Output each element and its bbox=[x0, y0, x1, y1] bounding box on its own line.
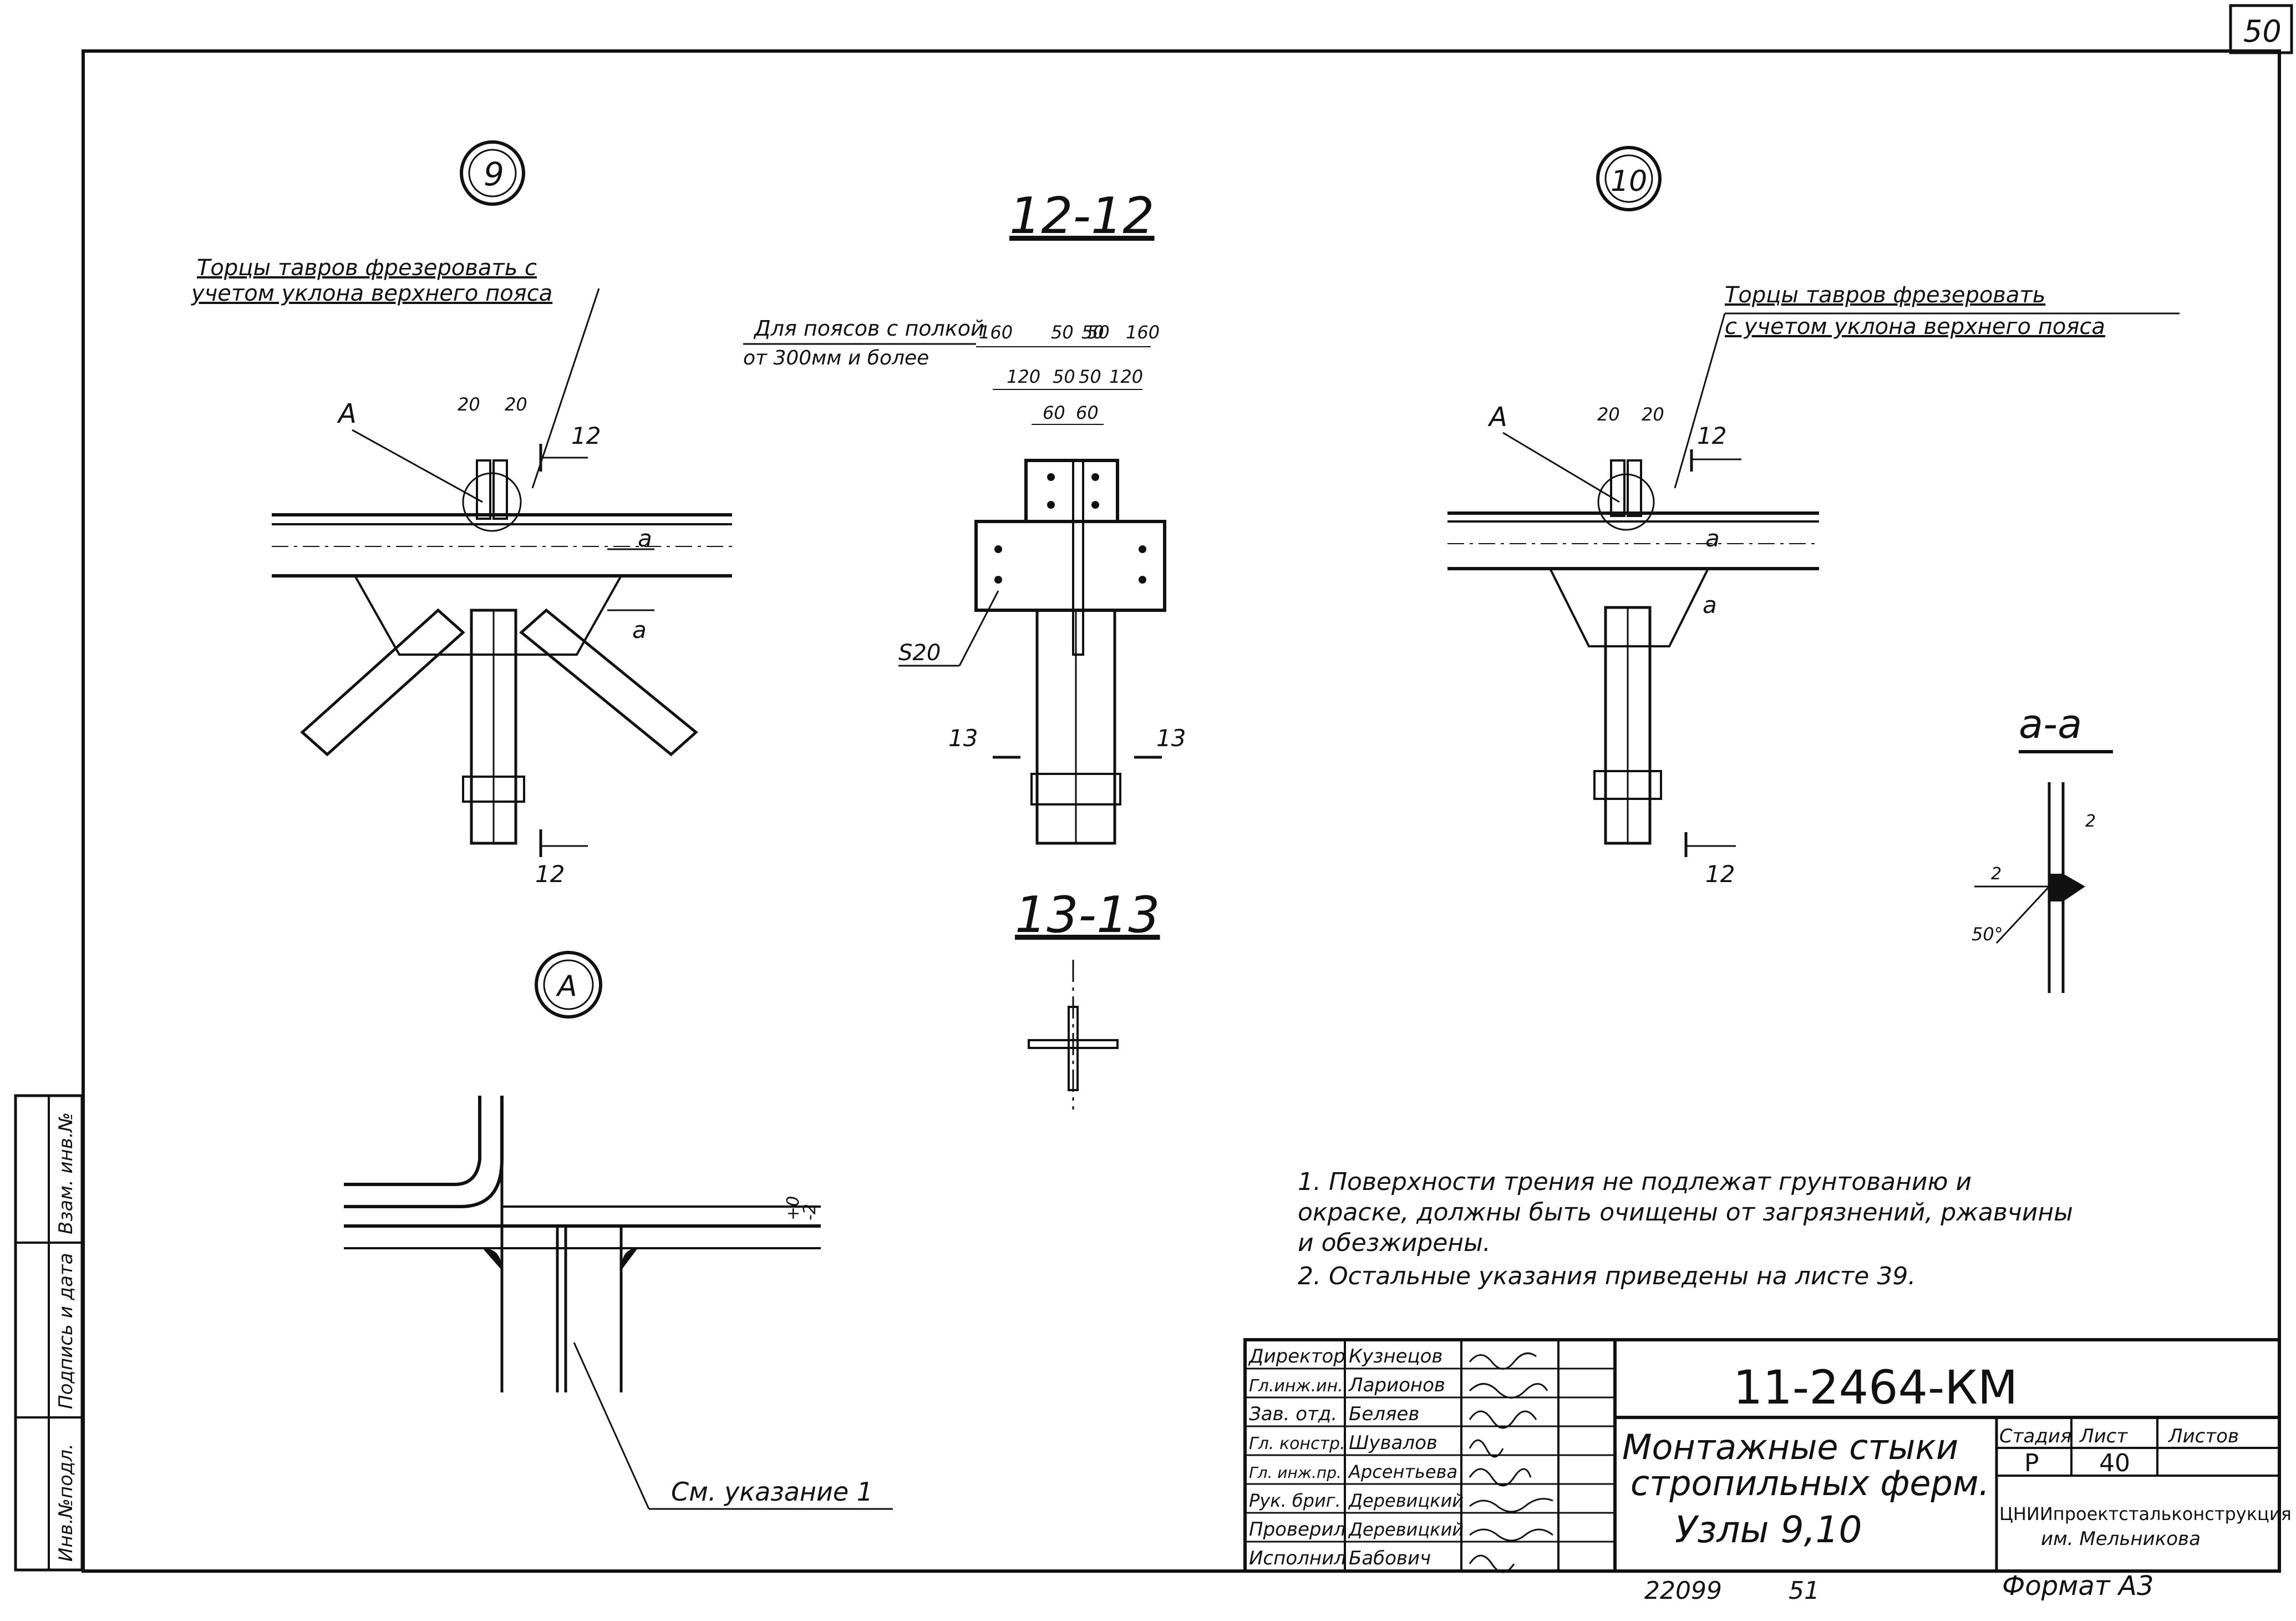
section-12-title: 12-12 bbox=[1009, 187, 1155, 245]
name-6: Деревицкий bbox=[1348, 1519, 1464, 1540]
node-10-callout bbox=[1596, 146, 1662, 211]
node-10-ref-a: А bbox=[1487, 402, 1507, 433]
node-10-drawing: 10 Торцы тавров фрезеровать с учетом укл… bbox=[1447, 146, 2180, 888]
node-9-note-line1: Торцы тавров фрезеровать с bbox=[197, 255, 537, 281]
dim-160-right: 160 bbox=[1126, 322, 1160, 343]
name-1: Ларионов bbox=[1348, 1374, 1445, 1396]
name-5: Деревицкий bbox=[1348, 1490, 1464, 1511]
dim-50-right: 50 bbox=[1087, 322, 1110, 343]
node-9-note-line2: учетом уклона верхнего пояса bbox=[191, 281, 552, 306]
title-line-1: Монтажные стыки bbox=[1622, 1427, 1958, 1467]
note-line-2: окраске, должны быть очищены от загрязне… bbox=[1298, 1198, 2073, 1227]
detail-a-letter: А bbox=[556, 970, 577, 1003]
stamp-inv-podl: Инв.№подл. bbox=[55, 1443, 77, 1562]
role-2: Зав. отд. bbox=[1249, 1403, 1337, 1425]
node-9-drawing: 9 Торцы тавров фрезеровать с учетом укло… bbox=[191, 140, 732, 888]
role-0: Директор bbox=[1248, 1345, 1345, 1367]
dim-50-mid: 50 bbox=[1081, 322, 1104, 343]
general-notes: 1. Поверхности трения не подлежат грунто… bbox=[1298, 1168, 2073, 1290]
sheet-header: Лист bbox=[2079, 1425, 2128, 1447]
node-10-cut-12-bot: 12 bbox=[1705, 860, 1735, 888]
stage-header: Стадия bbox=[1999, 1425, 2071, 1447]
detail-a-tol-minus: -2 bbox=[800, 1204, 820, 1220]
role-6: Проверил bbox=[1249, 1518, 1345, 1541]
node-10-number: 10 bbox=[1611, 165, 1647, 198]
section-12-drawing: 12-12 Для поясов с полкой от 300мм и бол… bbox=[743, 187, 1186, 845]
name-7: Бабович bbox=[1349, 1547, 1431, 1569]
title-line-3: Узлы 9,10 bbox=[1675, 1508, 1862, 1551]
page-number-box bbox=[2229, 4, 2293, 54]
stage-value: Р bbox=[2024, 1449, 2039, 1477]
node-10-note-line1: Торцы тавров фрезеровать bbox=[1725, 282, 2045, 308]
node-9-ref-a: А bbox=[337, 398, 357, 429]
side-stamp: Инв.№подл. Подпись и дата Взам. инв.№ bbox=[14, 1094, 84, 1572]
name-4: Арсентьева bbox=[1348, 1461, 1457, 1482]
node-9-dim-20b: 20 bbox=[505, 394, 527, 415]
dim-120-left: 120 bbox=[1007, 366, 1040, 387]
name-3: Шувалов bbox=[1349, 1432, 1437, 1454]
note-line-3: и обезжирены. bbox=[1298, 1229, 1491, 1257]
section-aa-title: а-а bbox=[2019, 701, 2082, 747]
node-10-note-line2: с учетом уклона верхнего пояса bbox=[1725, 314, 2105, 340]
cut-13-left: 13 bbox=[948, 725, 978, 752]
dim-60-right: 60 bbox=[1076, 402, 1099, 423]
aa-dim-2-right: 2 bbox=[2085, 812, 2096, 831]
role-1: Гл.инж.ин. bbox=[1249, 1376, 1343, 1396]
node-10-cut-a1: а bbox=[1705, 525, 1720, 552]
role-5: Рук. бриг. bbox=[1249, 1490, 1341, 1511]
note-line-4: 2. Остальные указания приведены на листе… bbox=[1298, 1262, 1916, 1290]
designation: 11-2464-КМ bbox=[1733, 1360, 2018, 1415]
title-block: Директор Гл.инж.ин. Зав. отд. Гл. констр… bbox=[1243, 1338, 2292, 1573]
aa-angle: 50° bbox=[1972, 924, 2003, 945]
stamp-vzam: Взам. инв.№ bbox=[55, 1112, 77, 1234]
node-10-dim-20b: 20 bbox=[1642, 404, 1664, 425]
name-0: Кузнецов bbox=[1349, 1345, 1442, 1367]
detail-a-drawing: А +0 -2 См. указание 1 bbox=[344, 951, 893, 1510]
section-aa-drawing: а-а 2 2 50° bbox=[1972, 701, 2113, 993]
order-number: 22099 bbox=[1644, 1577, 1722, 1605]
note-line-1: 1. Поверхности трения не подлежат грунто… bbox=[1298, 1168, 1972, 1196]
aa-dim-2-left: 2 bbox=[1991, 864, 2002, 884]
node-10-dim-20a: 20 bbox=[1597, 404, 1620, 425]
belt-note-line1: Для поясов с полкой bbox=[753, 316, 984, 341]
dim-120-right: 120 bbox=[1109, 366, 1143, 387]
role-3: Гл. констр. bbox=[1249, 1434, 1345, 1453]
section-13-title: 13-13 bbox=[1015, 886, 1160, 944]
order-number-2: 51 bbox=[1789, 1577, 1820, 1605]
node-9-cut-12-top: 12 bbox=[571, 422, 601, 449]
detail-a-tol-plus: +0 bbox=[784, 1196, 803, 1220]
node-9-callout bbox=[460, 140, 525, 206]
title-line-2: стропильных ферм. bbox=[1630, 1463, 1989, 1503]
sheet-frame bbox=[82, 49, 2281, 1573]
cut-13-right: 13 bbox=[1156, 725, 1186, 752]
node-9-cut-a2: а bbox=[632, 616, 647, 644]
node-9-cut-a1: а bbox=[638, 525, 652, 552]
sheets-header: Листов bbox=[2167, 1425, 2239, 1447]
dim-50-r2: 50 bbox=[1079, 366, 1101, 387]
role-7: Исполнил bbox=[1249, 1547, 1346, 1569]
dim-50-left: 50 bbox=[1051, 322, 1074, 343]
detail-a-callout bbox=[535, 951, 602, 1019]
node-9-dim-20a: 20 bbox=[458, 394, 480, 415]
role-4: Гл. инж.пр. bbox=[1249, 1463, 1342, 1482]
org-line-2: им. Мельникова bbox=[2041, 1528, 2201, 1550]
node-9-number: 9 bbox=[484, 155, 504, 193]
dim-50-l2: 50 bbox=[1053, 366, 1075, 387]
s20-label: S20 bbox=[898, 640, 941, 666]
name-2: Беляев bbox=[1349, 1403, 1419, 1425]
node-9-cut-12-bot: 12 bbox=[535, 860, 565, 888]
node-10-cut-12-top: 12 bbox=[1697, 422, 1726, 449]
node-10-cut-a2: а bbox=[1703, 591, 1717, 619]
belt-note-line2: от 300мм и более bbox=[743, 347, 929, 369]
stamp-podpis: Подпись и дата bbox=[55, 1253, 77, 1409]
dim-60-left: 60 bbox=[1043, 402, 1065, 423]
sheet-value: 40 bbox=[2099, 1449, 2130, 1477]
dim-160-left: 160 bbox=[979, 322, 1013, 343]
section-13-drawing: 13-13 bbox=[1015, 886, 1160, 1110]
org-line-1: ЦНИИпроектстальконструкция bbox=[1999, 1503, 2292, 1524]
page-number: 50 bbox=[2243, 14, 2282, 49]
format-label: Формат А3 bbox=[2002, 1571, 2153, 1602]
detail-a-see-note: См. указание 1 bbox=[671, 1477, 873, 1507]
